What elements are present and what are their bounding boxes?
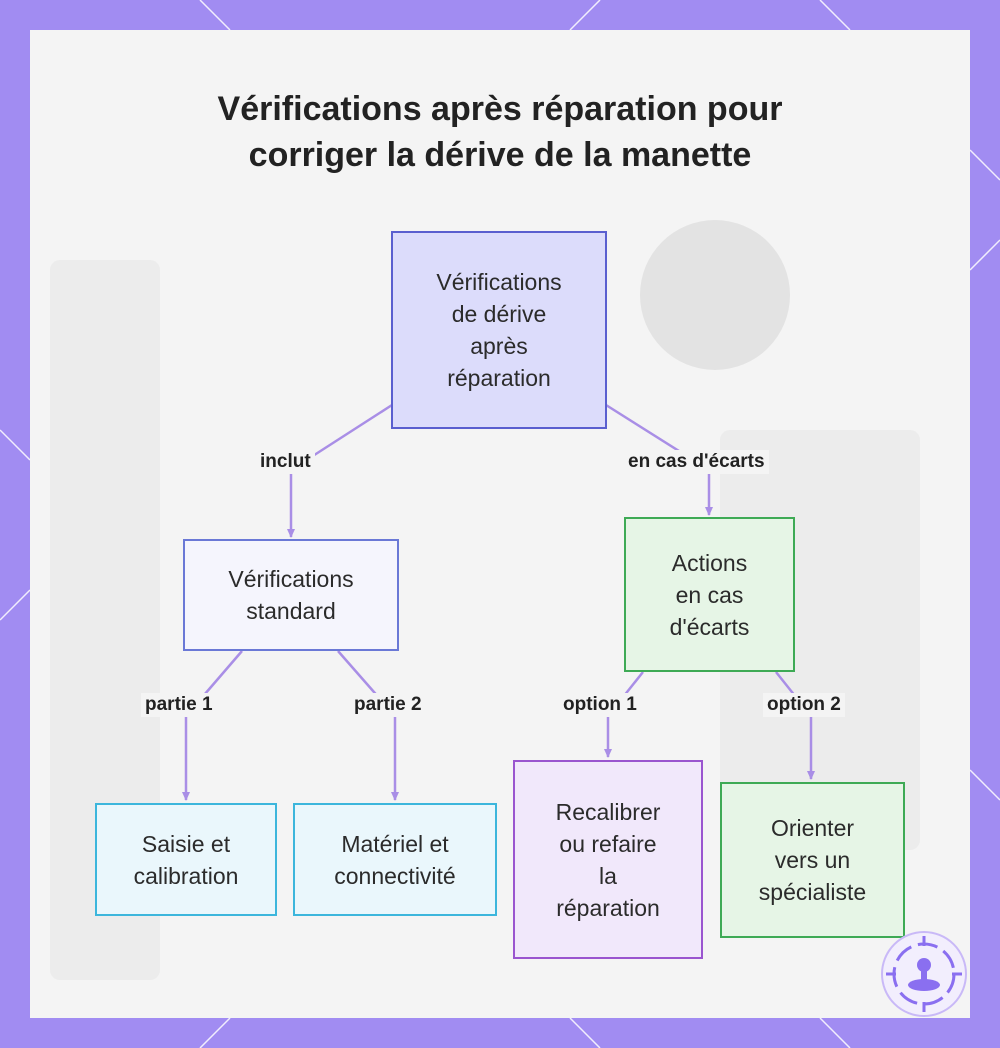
- edge-label-partie2: partie 2: [350, 693, 426, 717]
- node-recalibrer-text: Recalibrer ou refaire la réparation: [556, 796, 661, 924]
- node-line: Saisie et: [141, 830, 231, 857]
- edge-label-partie1: partie 1: [141, 693, 217, 717]
- node-materiel: Matériel et connectivité: [293, 803, 497, 916]
- node-line: d'écarts: [669, 613, 750, 640]
- node-standard-text: Vérifications standard: [228, 563, 353, 627]
- node-orienter-text: Orienter vers un spécialiste: [759, 812, 866, 908]
- node-line: ou refaire: [559, 830, 657, 857]
- node-line: Recalibrer: [555, 798, 661, 825]
- edge-label-option2: option 2: [763, 693, 845, 717]
- edge-standard-materiel: [337, 650, 399, 801]
- node-line: Actions: [671, 549, 748, 576]
- node-line: de dérive: [451, 301, 547, 327]
- node-line: la: [599, 862, 617, 889]
- node-orienter: Orienter vers un spécialiste: [720, 782, 905, 938]
- node-root: Vérifications de dérive après réparation: [391, 231, 607, 429]
- diagram-title: Vérifications après réparation pour corr…: [100, 86, 900, 178]
- edge-actions-orienter: [775, 671, 815, 780]
- title-line-2: corriger la dérive de la manette: [248, 136, 752, 174]
- edge-label-inclut: inclut: [256, 450, 315, 474]
- node-line: Vérifications: [436, 269, 562, 295]
- joystick-target-icon: [881, 931, 967, 1017]
- node-actions: Actions en cas d'écarts: [624, 517, 795, 672]
- edge-standard-saisie: [182, 650, 243, 801]
- edge-label-ecarts: en cas d'écarts: [624, 450, 769, 474]
- node-line: calibration: [133, 862, 239, 889]
- node-line: Orienter: [770, 815, 855, 841]
- node-line: réparation: [556, 894, 660, 921]
- node-line: spécialiste: [758, 879, 867, 905]
- background-blur-circle: [640, 220, 790, 370]
- node-saisie-text: Saisie et calibration: [134, 828, 239, 892]
- node-standard: Vérifications standard: [183, 539, 399, 651]
- node-recalibrer: Recalibrer ou refaire la réparation: [513, 760, 703, 959]
- node-line: après: [470, 333, 528, 359]
- node-line: réparation: [447, 365, 551, 391]
- node-line: en cas: [675, 581, 744, 608]
- title-line-1: Vérifications après réparation pour: [217, 90, 783, 128]
- node-line: connectivité: [334, 862, 456, 889]
- node-saisie: Saisie et calibration: [95, 803, 277, 916]
- node-actions-text: Actions en cas d'écarts: [670, 547, 750, 643]
- node-line: vers un: [774, 847, 851, 873]
- node-line: standard: [246, 598, 336, 624]
- edge-label-option1: option 1: [559, 693, 641, 717]
- node-line: Vérifications: [228, 566, 354, 592]
- node-line: Matériel et: [341, 830, 449, 857]
- node-root-text: Vérifications de dérive après réparation: [436, 266, 561, 394]
- node-materiel-text: Matériel et connectivité: [334, 828, 455, 892]
